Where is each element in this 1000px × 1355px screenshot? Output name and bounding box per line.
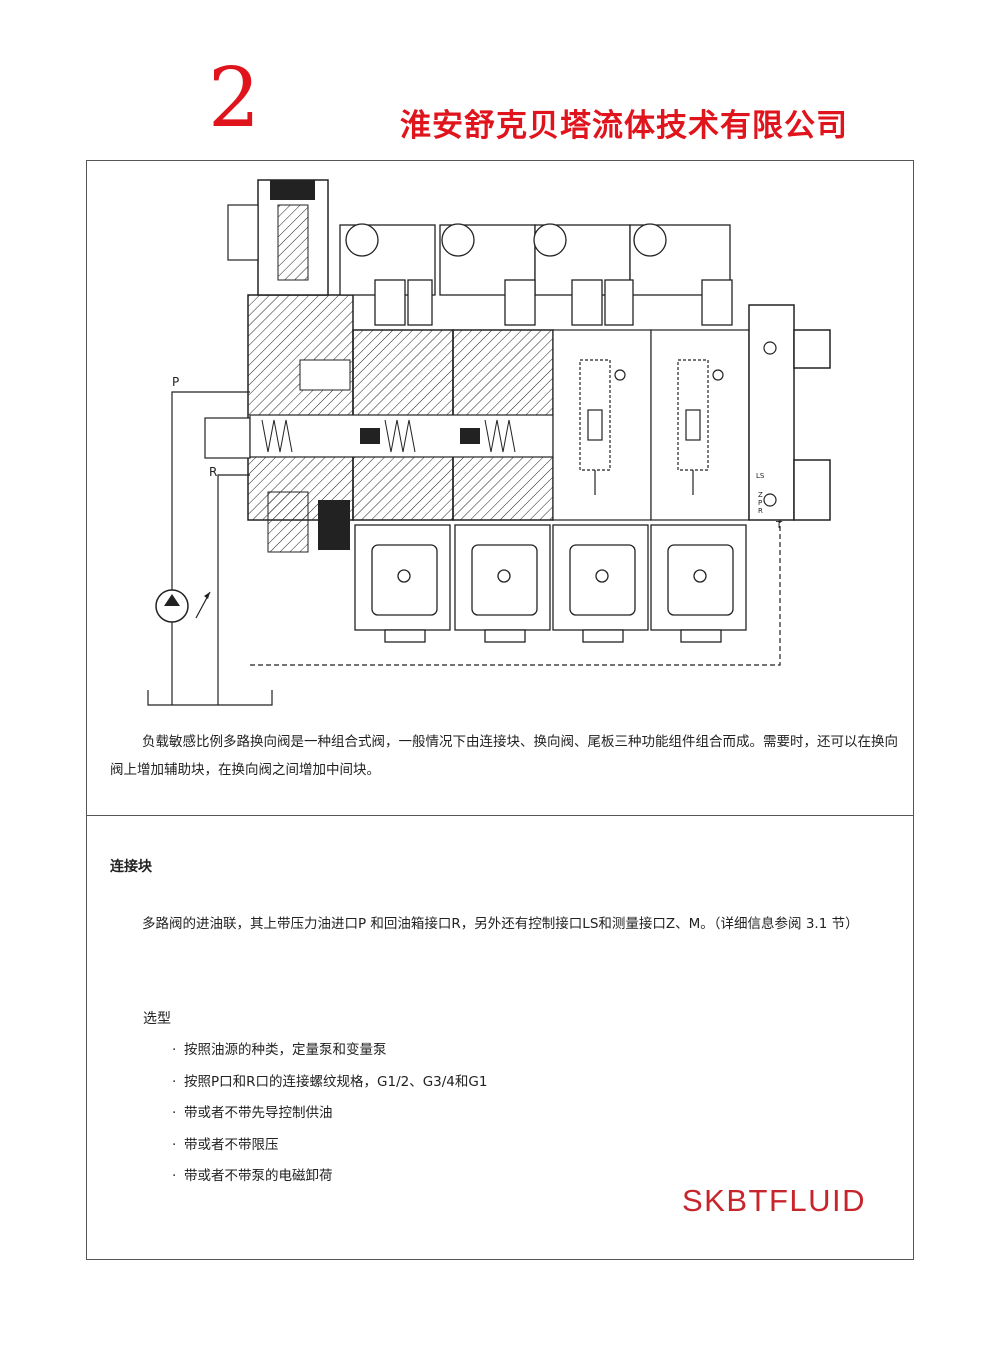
intro-paragraph: 负载敏感比例多路换向阀是一种组合式阀，一般情况下由连接块、换向阀、尾板三种功能组… (110, 734, 898, 778)
option-text: 带或者不带泵的电磁卸荷 (184, 1168, 333, 1184)
option-text: 按照P口和R口的连接螺纹规格，G1/2、G3/4和G1 (184, 1073, 488, 1090)
list-item: · 带或者不带泵的电磁卸荷 (172, 1166, 487, 1198)
option-text: 带或者不带限压 (184, 1136, 279, 1153)
list-item: · 按照P口和R口的连接螺纹规格，G1/2、G3/4和G1 (172, 1072, 487, 1104)
list-item: · 带或者不带先导控制供油 (172, 1103, 487, 1135)
content-frame (86, 160, 914, 1260)
brand-logo: SKBTFLUID (682, 1183, 867, 1218)
port-label-ls: LS (756, 472, 765, 480)
port-label-r: R (209, 465, 217, 479)
bullet: · (172, 1105, 177, 1121)
option-text: 按照油源的种类，定量泵和变量泵 (184, 1042, 387, 1058)
bullet: · (172, 1073, 177, 1090)
option-text: 带或者不带先导控制供油 (184, 1105, 333, 1121)
selection-title: 选型 (143, 1011, 171, 1027)
connection-block (204, 179, 354, 553)
port-label-z: Z (758, 491, 763, 499)
spool-sections (249, 329, 554, 521)
section-title: 连接块 (110, 859, 152, 875)
bullet: · (172, 1168, 177, 1184)
bullet: · (172, 1136, 177, 1153)
end-plate (748, 304, 831, 521)
pump-symbol (155, 589, 211, 623)
port-label-p-small: P (758, 499, 762, 507)
port-label-r-small: R (758, 507, 763, 515)
company-name: 淮安舒克贝塔流体技术有限公司 (400, 108, 848, 144)
selection-options: · 按照油源的种类，定量泵和变量泵 · 按照P口和R口的连接螺纹规格，G1/2、G3… (172, 1040, 487, 1198)
page-number: 2 (208, 51, 261, 146)
port-label-t: T (775, 520, 783, 531)
section-divider (86, 815, 914, 816)
bullet: · (172, 1042, 177, 1058)
section-body: 多路阀的进油联，其上带压力油进口P 和回油箱接口R，另外还有控制接口LS和测量接… (142, 916, 859, 932)
bottom-solenoids (354, 524, 747, 643)
port-label-p: P (172, 375, 179, 389)
valve-assembly-diagram: P R LS Z P R T (147, 179, 831, 706)
list-item: · 带或者不带限压 (172, 1135, 487, 1167)
list-item: · 按照油源的种类，定量泵和变量泵 (172, 1040, 487, 1072)
schematic-sections (552, 329, 750, 521)
top-solenoids (339, 223, 733, 326)
